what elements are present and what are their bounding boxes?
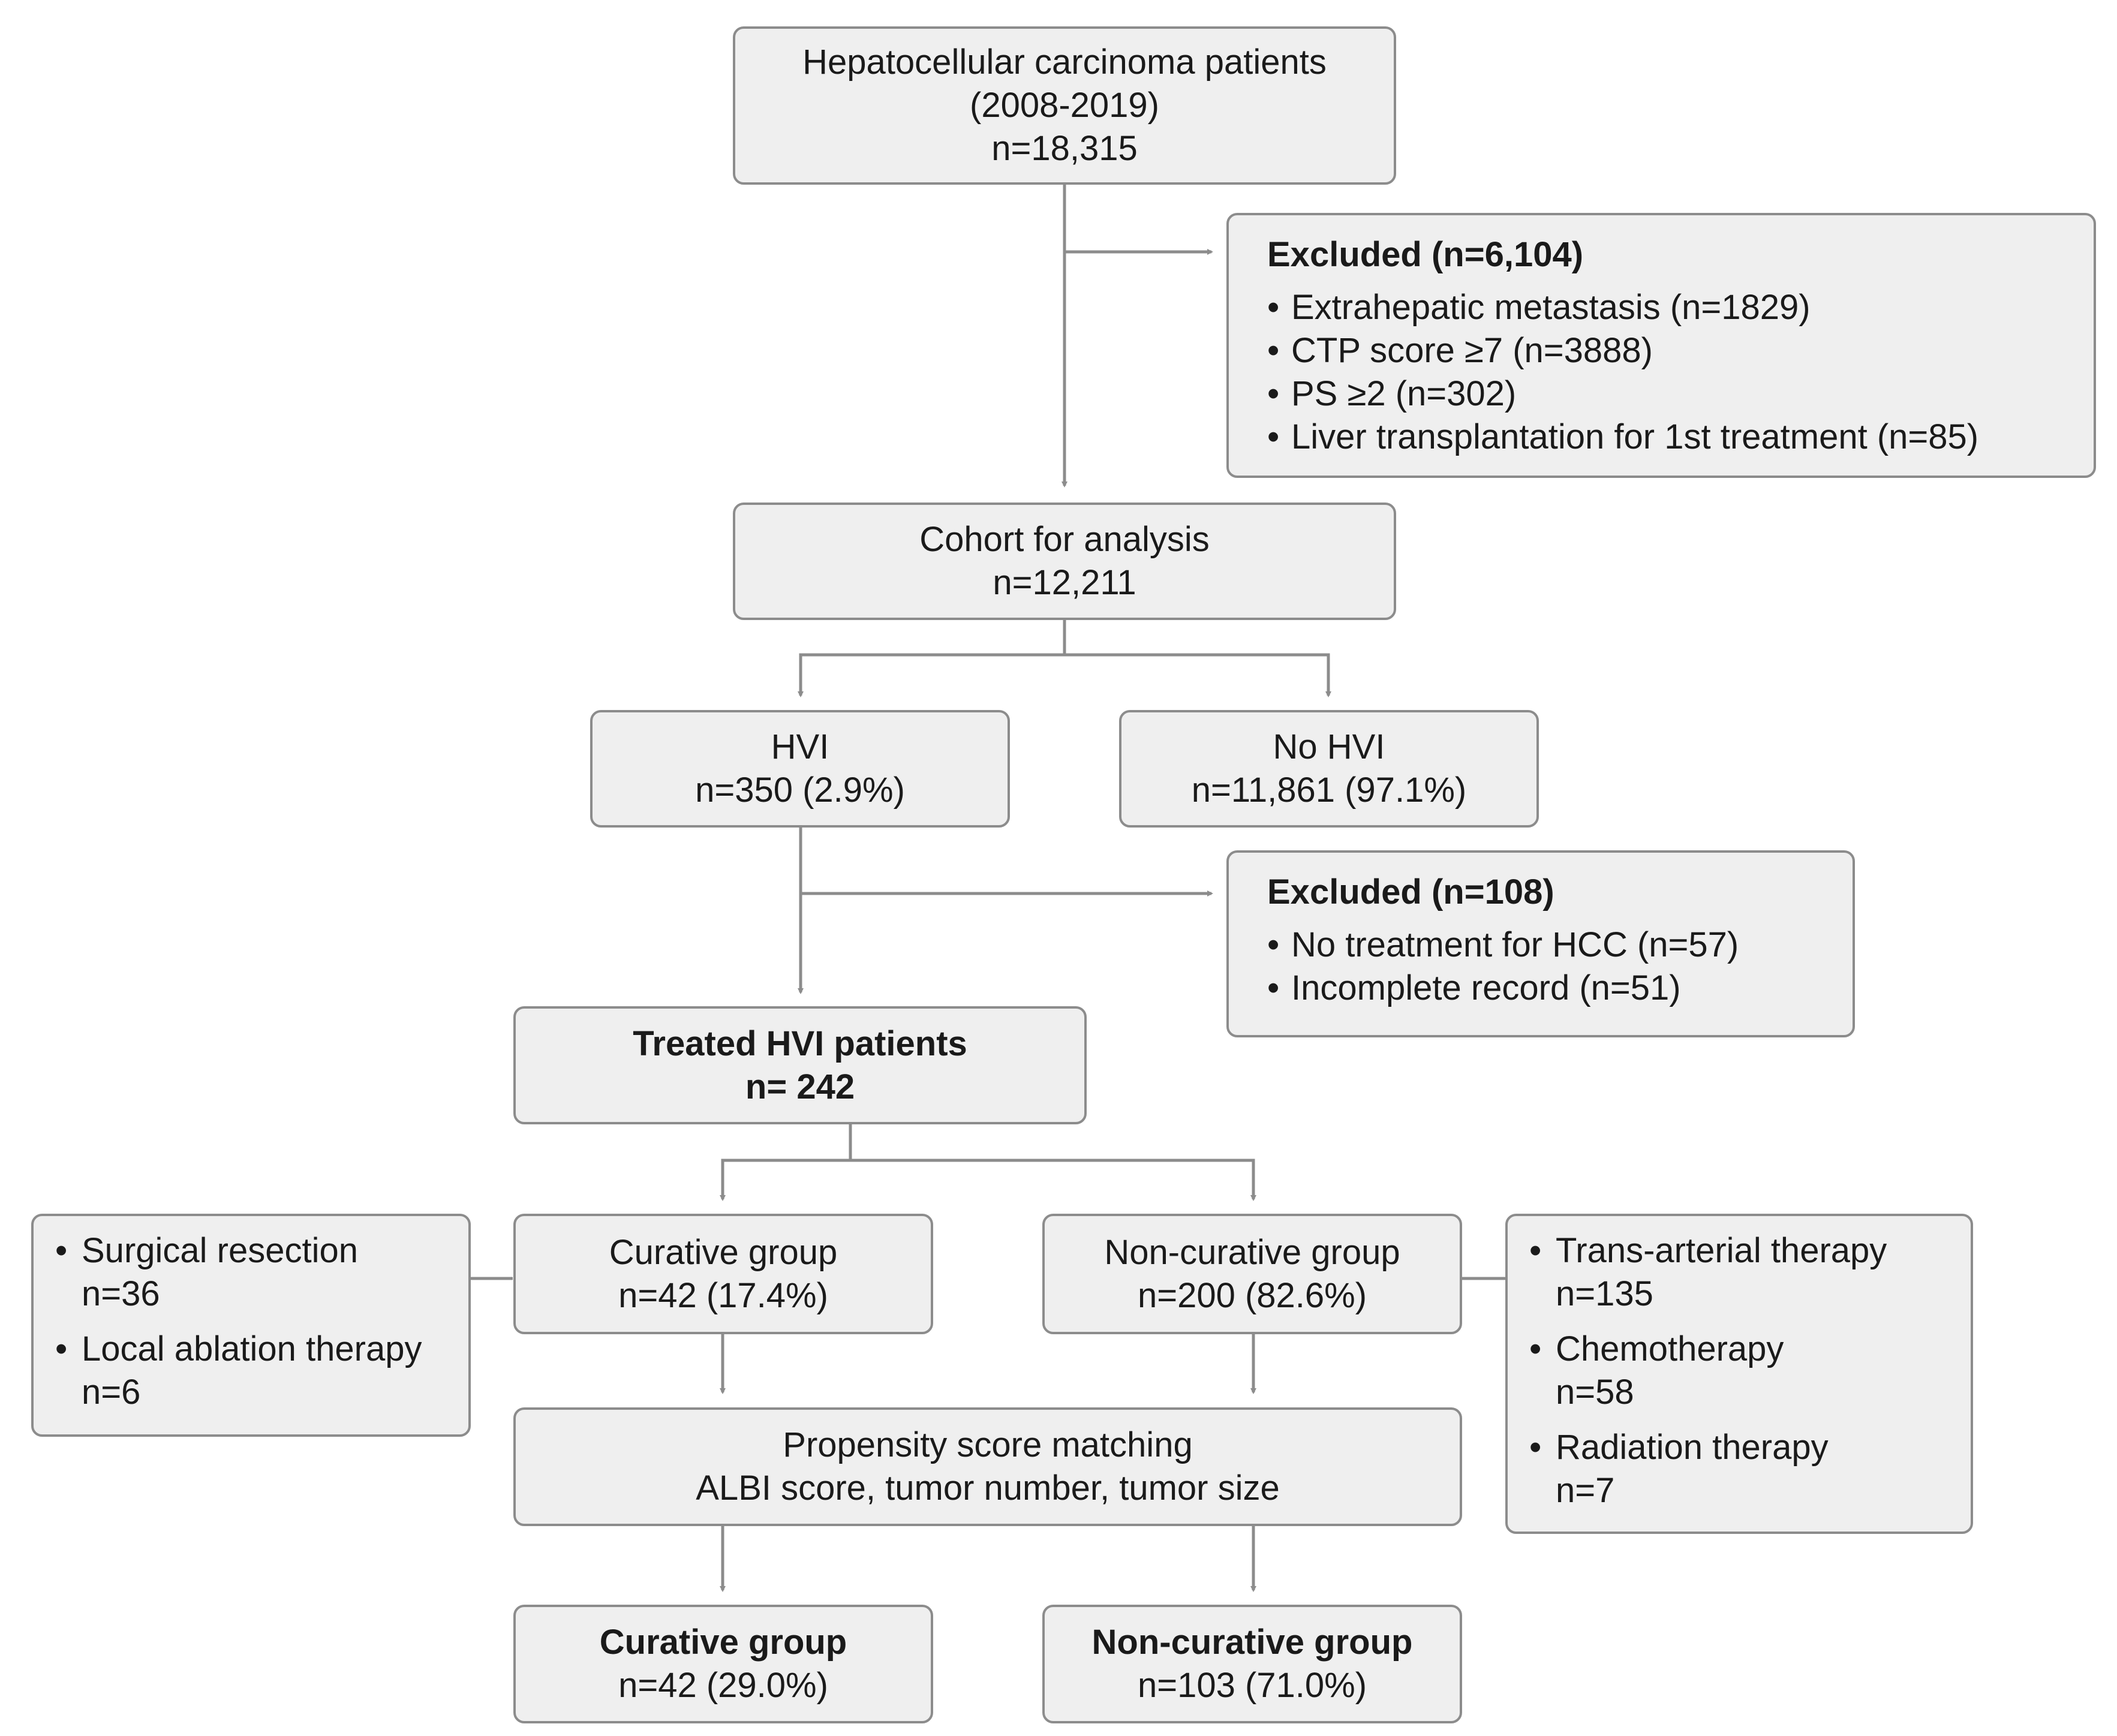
psm-covariates: ALBI score, tumor number, tumor size	[696, 1469, 1280, 1508]
start-period: (2008-2019)	[970, 86, 1159, 125]
treatment-item: Local ablation therapy n=6	[55, 1328, 468, 1414]
psm-box: Propensity score matching ALBI score, tu…	[513, 1407, 1462, 1526]
final-noncurative-box: Non-curative group n=103 (71.0%)	[1042, 1605, 1462, 1723]
excluded-item: No treatment for HCC (n=57)	[1267, 923, 1853, 967]
final-curative-box: Curative group n=42 (29.0%)	[513, 1605, 933, 1723]
treatment-count: n=6	[82, 1373, 141, 1412]
start-count: n=18,315	[991, 129, 1138, 168]
final-noncurative-count: n=103 (71.0%)	[1137, 1666, 1367, 1705]
connector-cohort-to-nohvi	[1064, 653, 1331, 697]
noncurative-group-count: n=200 (82.6%)	[1137, 1275, 1367, 1315]
curative-group-box: Curative group n=42 (17.4%)	[513, 1214, 933, 1334]
curative-treatments-box: Surgical resection n=36 Local ablation t…	[31, 1214, 471, 1437]
treatment-item: Trans-arterial therapy n=135	[1529, 1229, 1971, 1316]
final-curative-count: n=42 (29.0%)	[618, 1666, 828, 1705]
treatment-count: n=58	[1556, 1373, 1634, 1412]
excluded-item: PS ≥2 (n=302)	[1267, 372, 2094, 416]
cohort-count: n=12,211	[993, 563, 1136, 602]
treatment-label: Surgical resection	[55, 1229, 468, 1272]
treatment-count: n=7	[1556, 1471, 1615, 1510]
start-box: Hepatocellular carcinoma patients (2008-…	[733, 26, 1396, 185]
excluded-box-2: Excluded (n=108) No treatment for HCC (n…	[1226, 850, 1855, 1037]
treatment-item: Chemotherapy n=58	[1529, 1328, 1971, 1414]
start-title: Hepatocellular carcinoma patients	[802, 43, 1327, 82]
cohort-box: Cohort for analysis n=12,211	[733, 503, 1396, 620]
connector-treated-to-noncurative	[850, 1159, 1256, 1201]
hvi-box: HVI n=350 (2.9%)	[590, 710, 1010, 828]
excluded-item: Incomplete record (n=51)	[1267, 967, 1853, 1010]
hvi-count: n=350 (2.9%)	[695, 771, 905, 810]
psm-title: Propensity score matching	[783, 1425, 1193, 1464]
hvi-title: HVI	[771, 727, 829, 766]
treatment-label: Radiation therapy	[1529, 1426, 1971, 1469]
treated-count: n= 242	[745, 1067, 855, 1106]
no-hvi-count: n=11,861 (97.1%)	[1191, 771, 1467, 810]
treatment-item: Radiation therapy n=7	[1529, 1426, 1971, 1512]
treated-box: Treated HVI patients n= 242	[513, 1006, 1087, 1124]
treated-title: Treated HVI patients	[633, 1024, 967, 1063]
treatment-item: Surgical resection n=36	[55, 1229, 468, 1316]
connector-cohort-split	[798, 620, 1066, 697]
excluded-item: Extrahepatic metastasis (n=1829)	[1267, 286, 2094, 329]
excluded-title-2: Excluded (n=108)	[1267, 872, 1554, 911]
treatment-label: Trans-arterial therapy	[1529, 1229, 1971, 1272]
treatment-count: n=36	[82, 1274, 160, 1313]
curative-group-title: Curative group	[609, 1232, 838, 1272]
no-hvi-box: No HVI n=11,861 (97.1%)	[1119, 710, 1539, 828]
noncurative-treatments-box: Trans-arterial therapy n=135 Chemotherap…	[1505, 1214, 1973, 1534]
excluded-item: CTP score ≥7 (n=3888)	[1267, 329, 2094, 372]
treatment-label: Local ablation therapy	[55, 1328, 468, 1371]
cohort-title: Cohort for analysis	[919, 520, 1210, 559]
treatment-count: n=135	[1556, 1274, 1653, 1313]
final-curative-title: Curative group	[599, 1623, 847, 1662]
noncurative-group-title: Non-curative group	[1104, 1232, 1400, 1272]
connector-treated-split	[720, 1124, 852, 1201]
no-hvi-title: No HVI	[1273, 727, 1385, 766]
excluded-title-1: Excluded (n=6,104)	[1267, 235, 1584, 274]
treatment-label: Chemotherapy	[1529, 1328, 1971, 1371]
excluded-box-1: Excluded (n=6,104) Extrahepatic metastas…	[1226, 213, 2096, 478]
final-noncurative-title: Non-curative group	[1091, 1623, 1413, 1662]
noncurative-group-box: Non-curative group n=200 (82.6%)	[1042, 1214, 1462, 1334]
excluded-item: Liver transplantation for 1st treatment …	[1267, 416, 2094, 459]
curative-group-count: n=42 (17.4%)	[618, 1275, 828, 1315]
